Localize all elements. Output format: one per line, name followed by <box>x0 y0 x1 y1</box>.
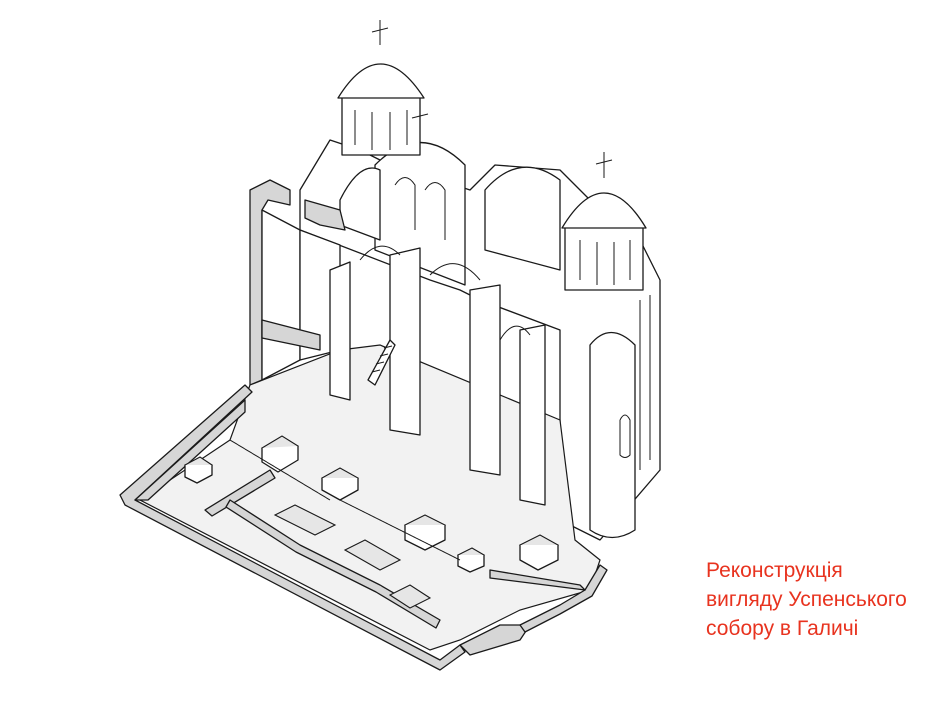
caption-line-3: собору в Галичі <box>706 617 859 640</box>
caption-line-1: Реконструкція <box>706 559 843 582</box>
interior-blocks <box>183 435 560 609</box>
caption-line-2: вигляду Успенського <box>706 588 907 611</box>
center-cross <box>411 108 429 132</box>
caption: Реконструкція вигляду Успенського собору… <box>706 556 936 643</box>
apse-tower <box>589 295 651 539</box>
floor-guides <box>229 439 461 561</box>
left-dome <box>337 20 425 156</box>
staircase <box>367 339 396 386</box>
foundation-walls <box>119 384 608 671</box>
pillars <box>329 245 546 506</box>
right-dome <box>561 152 647 291</box>
